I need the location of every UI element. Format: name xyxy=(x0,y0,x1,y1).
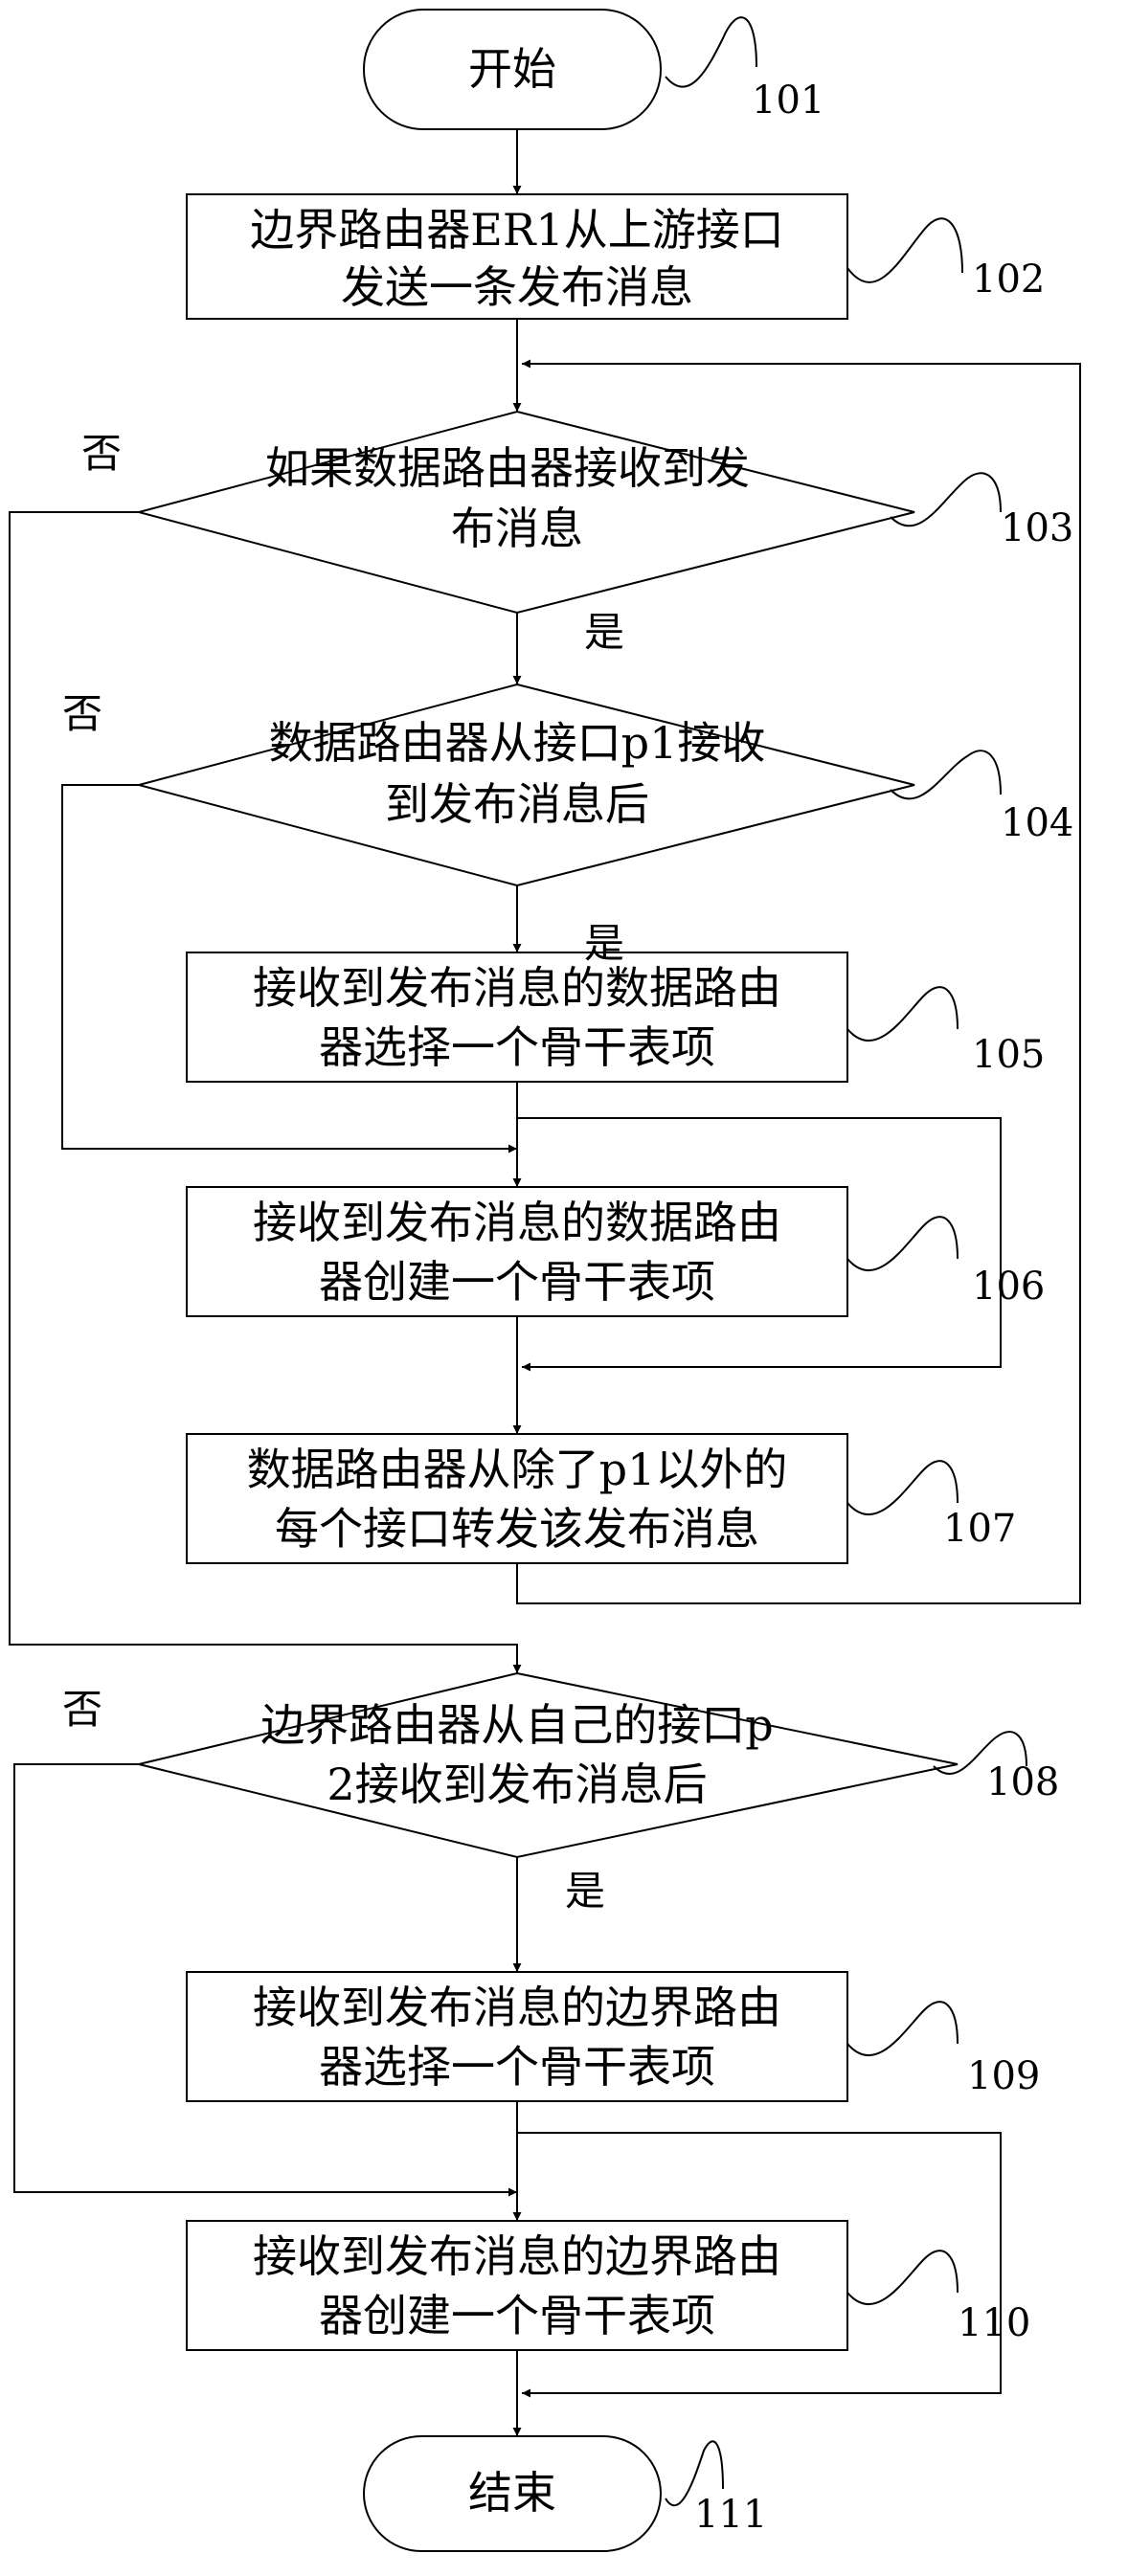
step-106-line-2: 器创建一个骨干表项 xyxy=(319,1256,715,1308)
ref-108: 108 xyxy=(986,1760,1059,1804)
decision-104-line-1: 数据路由器从接口p1接收 xyxy=(269,717,766,769)
ref-104: 104 xyxy=(1001,801,1073,845)
ref-107: 107 xyxy=(943,1507,1016,1551)
no-label-104: 否 xyxy=(62,690,102,737)
step-105-line-1: 接收到发布消息的数据路由 xyxy=(253,962,781,1014)
loop-back-line xyxy=(516,359,1081,1604)
ref-106: 106 xyxy=(972,1265,1045,1309)
start-terminal xyxy=(363,9,662,130)
step-109-line-2: 器选择一个骨干表项 xyxy=(319,2041,715,2093)
step-102-line-2: 发送一条发布消息 xyxy=(341,261,693,313)
end-terminal xyxy=(363,2435,662,2552)
ref-111: 111 xyxy=(694,2493,767,2537)
no-label-108: 否 xyxy=(62,1686,102,1733)
decision-108-line-2: 2接收到发布消息后 xyxy=(327,1758,707,1810)
yes-label-103: 是 xyxy=(584,609,624,656)
end-label: 结束 xyxy=(468,2467,556,2519)
ref-105: 105 xyxy=(972,1033,1045,1077)
step-110-line-2: 器创建一个骨干表项 xyxy=(319,2290,715,2341)
yes-label-104: 是 xyxy=(584,920,624,967)
step-105-line-2: 器选择一个骨干表项 xyxy=(319,1021,715,1073)
ref-101: 101 xyxy=(752,78,824,123)
decision-103-line-1: 如果数据路由器接收到发 xyxy=(265,442,750,494)
step-106-line-1: 接收到发布消息的数据路由 xyxy=(253,1197,781,1248)
ref-109: 109 xyxy=(967,2054,1040,2098)
step-107-line-1: 数据路由器从除了p1以外的 xyxy=(247,1444,788,1495)
no-label-103: 否 xyxy=(81,430,122,477)
start-label: 开始 xyxy=(468,43,556,95)
ref-103: 103 xyxy=(1001,506,1073,550)
decision-103-line-2: 布消息 xyxy=(451,503,583,554)
decision-108-line-1: 边界路由器从自己的接口p xyxy=(260,1699,773,1751)
step-110-line-1: 接收到发布消息的边界路由 xyxy=(253,2230,781,2282)
step-109-line-1: 接收到发布消息的边界路由 xyxy=(253,1982,781,2033)
step-107-line-2: 每个接口转发该发布消息 xyxy=(275,1503,759,1555)
decision-104-line-2: 到发布消息后 xyxy=(385,778,649,830)
yes-label-108: 是 xyxy=(565,1868,605,1915)
ref-102: 102 xyxy=(972,258,1045,302)
step-102-line-1: 边界路由器ER1从上游接口 xyxy=(250,204,783,256)
ref-110: 110 xyxy=(958,2301,1030,2345)
